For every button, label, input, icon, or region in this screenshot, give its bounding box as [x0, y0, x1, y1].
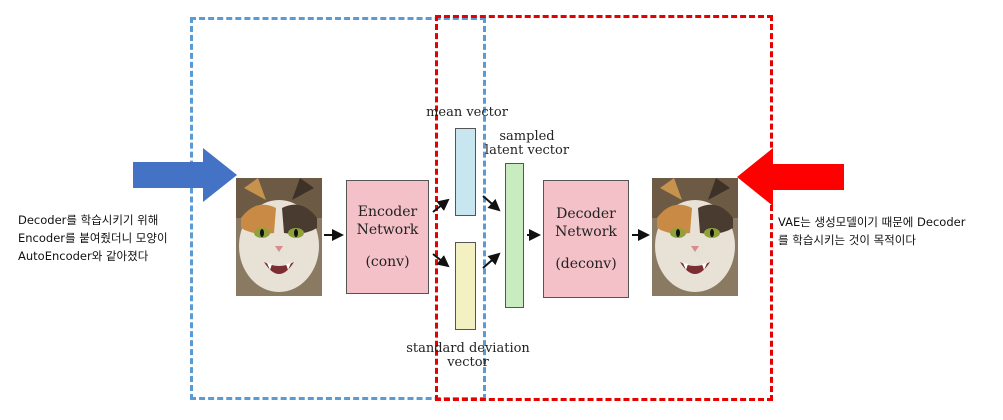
left-note: Decoder를 학습시키기 위해 Encoder를 붙여줬더니 모양이 Aut…: [18, 211, 198, 265]
left-note-line1: Decoder를 학습시키기 위해: [18, 213, 159, 227]
latent-vector-box: [505, 163, 524, 308]
encoder-sub: (conv): [365, 254, 410, 270]
left-note-line2: Encoder를 붙여줬더니 모양이: [18, 231, 168, 245]
right-note-line1: VAE는 생성모델이기 때문에 Decoder: [778, 215, 966, 229]
decoder-title-line2: Network: [555, 224, 617, 240]
sampled-latent-label: sampled latent vector: [482, 130, 572, 158]
decoder-sub: (deconv): [555, 256, 617, 272]
std-vector-line2: vector: [447, 355, 489, 370]
arrow-encoder-to-std: [432, 253, 450, 268]
arrow-mean-to-latent: [482, 195, 501, 212]
encoder-network-box: Encoder Network (conv): [346, 180, 429, 294]
mean-vector-box: [455, 128, 476, 216]
mean-vector-label: mean vector: [426, 105, 508, 120]
output-cat-image: [652, 178, 738, 296]
arrow-std-to-latent: [482, 252, 501, 269]
sampled-latent-line1: sampled: [499, 129, 555, 144]
std-vector-line1: standard deviation: [406, 341, 530, 356]
decoder-network-box: Decoder Network (deconv): [543, 180, 629, 298]
encoder-title-line2: Network: [356, 222, 419, 238]
right-note-line2: 를 학습시키는 것이 목적이다: [778, 233, 916, 247]
encoder-title-line1: Encoder: [357, 204, 418, 220]
arrow-right-icon: [133, 148, 237, 202]
left-note-line3: AutoEncoder와 같아졌다: [18, 249, 149, 263]
std-vector-box: [455, 242, 476, 330]
arrow-left-icon: [737, 148, 844, 206]
autoencoder-region: [190, 17, 486, 400]
sampled-latent-line2: latent vector: [484, 143, 570, 158]
right-note: VAE는 생성모델이기 때문에 Decoder 를 학습시키는 것이 목적이다: [778, 213, 1000, 249]
arrow-encoder-to-mean: [432, 198, 450, 213]
std-vector-label: standard deviation vector: [398, 342, 538, 370]
decoder-title-line1: Decoder: [556, 206, 616, 222]
input-cat-image: [236, 178, 322, 296]
